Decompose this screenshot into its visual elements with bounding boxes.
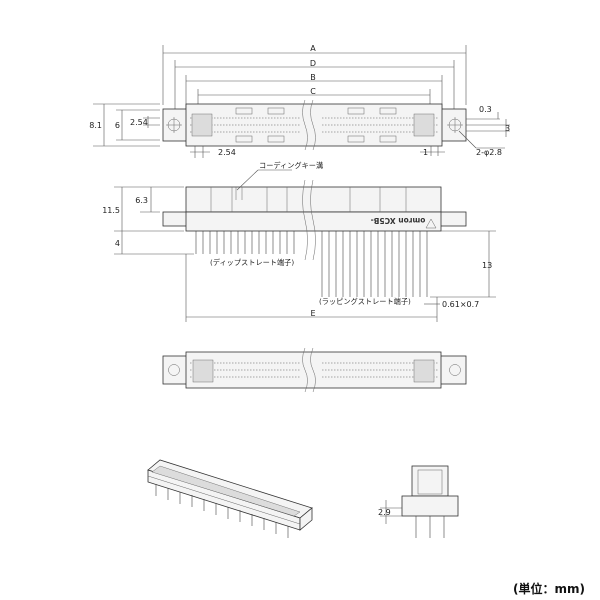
dim-a-label: A: [310, 44, 316, 53]
side-view-upper-body: [411, 465, 449, 497]
dim-11-5-label: 11.5: [102, 206, 120, 215]
front-view-upper-body: [185, 186, 442, 213]
dip-terminal-note: (ディップストレート端子): [210, 258, 294, 267]
dim-2-54-bottom-label: 2.54: [218, 148, 236, 157]
hole-dia-label: 2-φ2.8: [476, 148, 502, 157]
dim-e-label: E: [310, 309, 315, 318]
dim-6-label: 6: [115, 121, 120, 130]
break-mark-top: [302, 99, 308, 151]
dip-pins: [195, 231, 295, 254]
bottom-hole-right: [449, 364, 461, 376]
top-view-pin-rows: [190, 107, 438, 143]
top-view: A D B C: [89, 44, 510, 158]
isometric-pins: [155, 484, 289, 538]
dim-8-1-label: 8.1: [89, 121, 102, 130]
pin1-triangle-icon: [425, 218, 437, 229]
dim-0-3-label: 0.3: [479, 105, 492, 114]
dim-b-label: B: [310, 73, 316, 82]
wrapping-terminal-note: (ラッピングストレート端子): [319, 297, 411, 306]
side-view: 2.9: [378, 465, 459, 538]
dim-6-3-label: 6.3: [135, 196, 148, 205]
bottom-view-body: [185, 351, 442, 389]
break-mark-front: [302, 179, 308, 261]
front-view: omron XC5B- コーディングキー溝 (ディップストレート端子): [102, 161, 496, 322]
dim-d-label: D: [310, 59, 316, 68]
bottom-view: [162, 347, 467, 393]
top-view-body: [185, 103, 443, 147]
break-mark-bottom: [302, 347, 308, 393]
bottom-hole-left: [168, 364, 180, 376]
wrapping-pins: [321, 231, 428, 297]
isometric-view: [147, 459, 313, 538]
dim-1-label: 1: [423, 148, 428, 157]
dim-2-54-left-label: 2.54: [130, 118, 148, 127]
unit-label: (単位：mm): [513, 581, 585, 596]
dim-4-label: 4: [115, 239, 120, 248]
dim-c-label: C: [310, 87, 316, 96]
product-marking: omron XC5B-: [371, 216, 426, 225]
pin-section-label: 0.61×0.7: [442, 300, 479, 309]
dim-2-9-label: 2.9: [378, 508, 391, 517]
side-view-base: [401, 495, 459, 517]
dim-3-label: 3: [505, 124, 510, 133]
coding-key-note: コーディングキー溝: [259, 161, 323, 170]
dim-13-label: 13: [482, 261, 492, 270]
